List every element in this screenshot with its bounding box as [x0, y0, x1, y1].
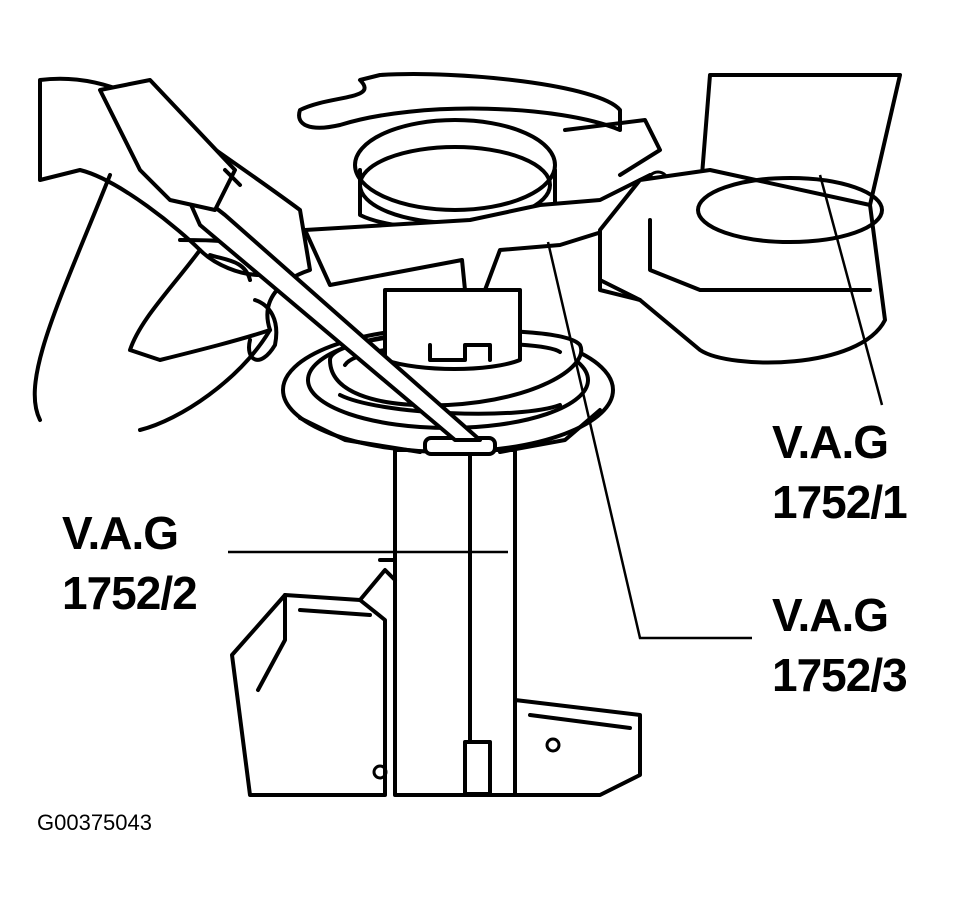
callout-1752-1-line1: V.A.G [772, 416, 889, 468]
callout-vag-1752-3: V.A.G 1752/3 [772, 585, 908, 705]
bench-vise [230, 593, 642, 797]
callout-1752-3-line2: 1752/3 [772, 649, 908, 701]
callout-1752-2-line1: V.A.G [62, 507, 179, 559]
callout-vag-1752-1: V.A.G 1752/1 [772, 412, 908, 532]
leader-line-1752-1 [818, 174, 884, 406]
spring-compressor-body [598, 73, 902, 365]
callout-1752-3-line1: V.A.G [772, 589, 889, 641]
upper-spring-coil [297, 72, 622, 132]
figure-id-label: G00375043 [37, 810, 152, 835]
callout-vag-1752-2: V.A.G 1752/2 [62, 503, 198, 623]
wrench-tool [98, 78, 482, 442]
upper-strut-mount [353, 118, 557, 371]
callout-1752-1-line2: 1752/1 [772, 476, 908, 528]
leader-line-1752-3 [546, 241, 752, 640]
callout-1752-2-line2: 1752/2 [62, 567, 198, 619]
